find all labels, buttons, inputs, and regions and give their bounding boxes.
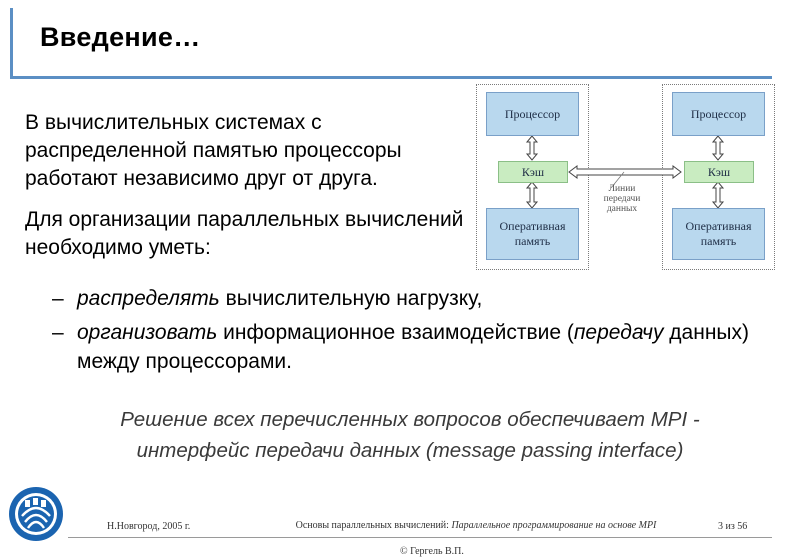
unn-logo-icon: [9, 487, 63, 541]
bullet-distribute-load: – распределять вычислительную нагрузку,: [52, 284, 772, 313]
bullet-text: информационное взаимодействие (: [217, 321, 574, 344]
data-lines-label-2: передачи: [603, 194, 641, 204]
right-processor-label: Процессор: [690, 106, 747, 121]
left-memory-label-2: память: [514, 234, 551, 248]
right-memory-label-2: память: [700, 234, 737, 248]
bullet-emphasis: распределять: [77, 287, 220, 310]
footer-divider: [68, 537, 772, 538]
data-lines-label: Линии передачи данных: [592, 184, 652, 214]
conclusion-line-2: интерфейс передачи данных (message passi…: [136, 439, 684, 462]
data-lines-label-1: Линии: [608, 184, 636, 194]
right-processor-box: Процессор: [672, 92, 765, 136]
left-cache-label: Кэш: [521, 164, 545, 179]
bullet-emphasis-transfer: передачу: [573, 321, 664, 344]
title-accent-left: [10, 8, 13, 78]
distributed-memory-diagram: Процессор Кэш Оперативная память Процесс…: [476, 84, 780, 270]
left-processor-box: Процессор: [486, 92, 579, 136]
right-cache-box: Кэш: [684, 161, 754, 183]
footer-course-italic: Параллельное программирование на основе …: [451, 520, 657, 531]
data-lines-label-3: данных: [606, 204, 638, 214]
right-memory-label-1: Оперативная: [685, 219, 752, 233]
bullet-organize-interaction: – организовать информационное взаимодейс…: [52, 318, 772, 376]
left-memory-box: Оперативная память: [486, 208, 579, 260]
slide-title: Введение…: [40, 22, 201, 52]
left-node-frame: [476, 84, 589, 270]
bullet-dash: –: [52, 321, 64, 344]
paragraph-requirements: Для организации параллельных вычислений …: [25, 208, 464, 259]
conclusion-mpi: Решение всех перечисленных вопросов обес…: [40, 404, 780, 466]
footer-city-year: Н.Новгород, 2005 г.: [107, 521, 191, 532]
bullet-text: вычислительную нагрузку,: [219, 287, 483, 310]
bullet-text-end: данных) между процессорами.: [77, 321, 750, 373]
left-cache-box: Кэш: [498, 161, 568, 183]
paragraph-distributed-memory: В вычислительных системах с распределенн…: [25, 111, 402, 190]
conclusion-line-1: Решение всех перечисленных вопросов обес…: [120, 408, 700, 431]
left-memory-label-1: Оперативная: [499, 219, 566, 233]
right-cache-label: Кэш: [707, 164, 731, 179]
left-processor-label: Процессор: [504, 106, 561, 121]
footer-copyright: © Гергель В.П.: [400, 546, 464, 557]
bullet-dash: –: [52, 287, 64, 310]
footer-course-title: Основы параллельных вычислений: Параллел…: [266, 519, 686, 532]
footer-course-prefix: Основы параллельных вычислений:: [295, 520, 452, 531]
bullet-emphasis: организовать: [77, 321, 218, 344]
footer-page-number: 3 из 56: [718, 521, 748, 532]
title-underline: [10, 76, 772, 79]
right-memory-box: Оперативная память: [672, 208, 765, 260]
right-node-frame: [662, 84, 775, 270]
